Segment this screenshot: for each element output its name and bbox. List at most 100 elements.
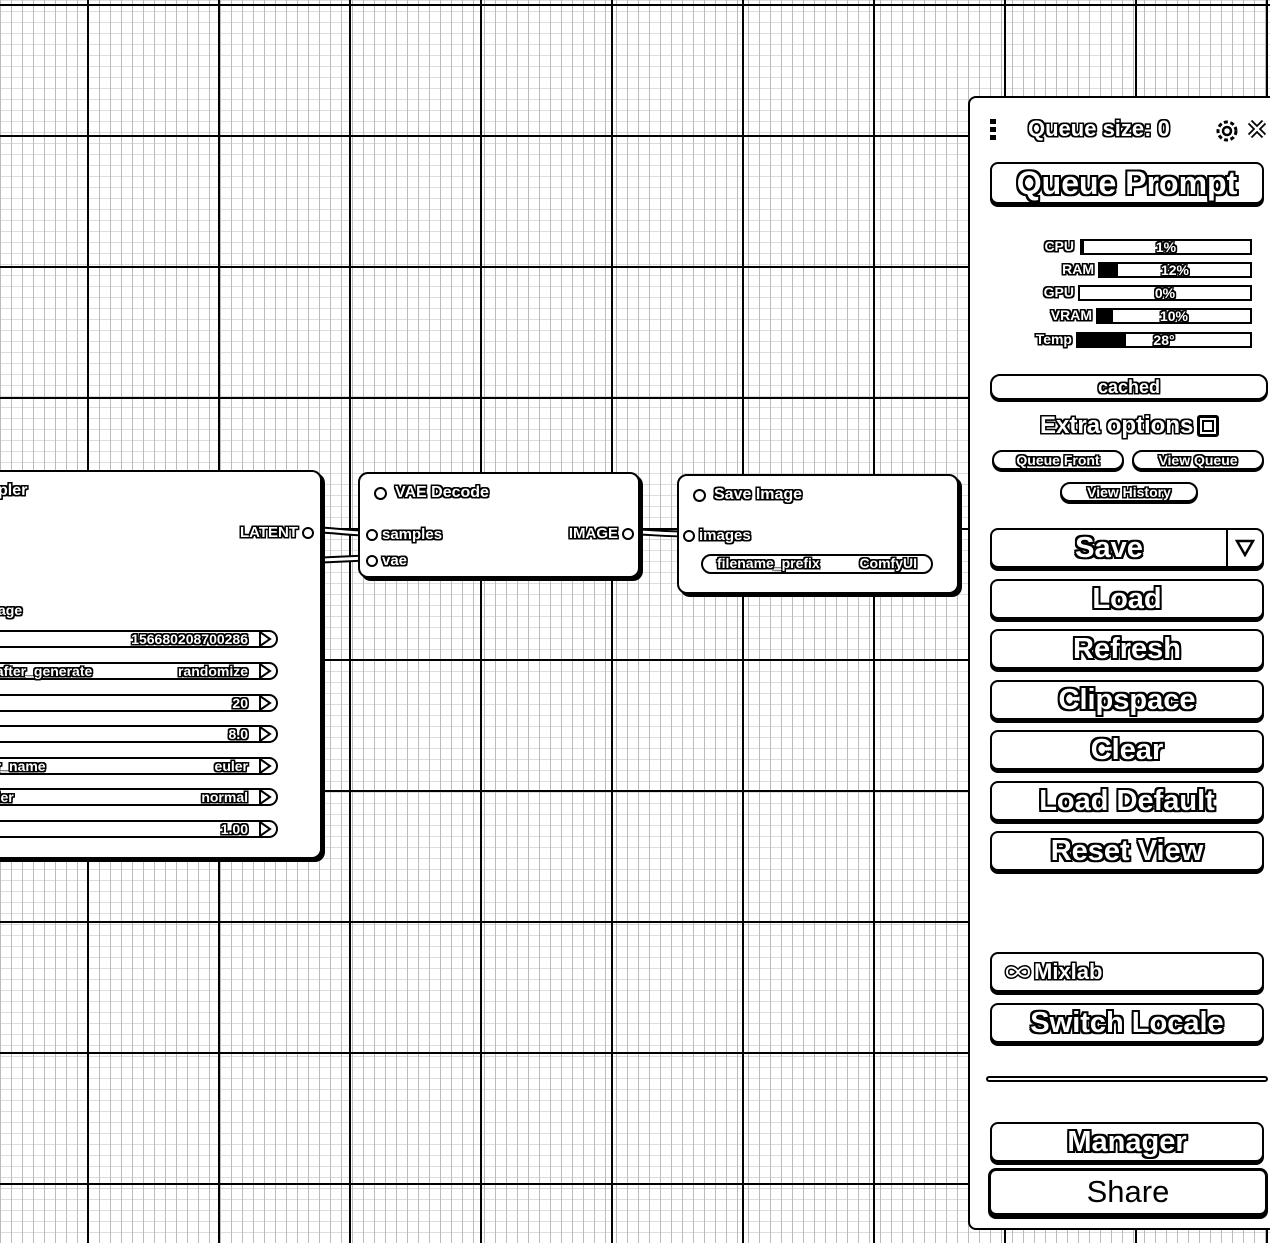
close-icon[interactable] <box>1246 118 1268 140</box>
clear-button[interactable]: Clear <box>990 730 1264 770</box>
arrow-right-icon[interactable] <box>256 821 272 837</box>
widget-label: er_name <box>0 758 46 774</box>
bar-fill <box>1082 241 1084 253</box>
bar-fill <box>1100 264 1118 276</box>
monitor-vram-label-wrap: VRAM <box>1022 307 1092 325</box>
widget-value: randomize <box>177 663 248 679</box>
monitor-gpu-label-wrap: GPU <box>1022 284 1074 302</box>
collapse-dot-icon[interactable] <box>374 486 387 500</box>
comfy-menu: Queue size: 0 Queue Prompt CPU 1% RAM 12… <box>968 96 1270 1230</box>
queue-size: Queue size: 0 <box>1028 116 1170 141</box>
output-dot[interactable] <box>622 527 634 540</box>
input-slot-images[interactable]: images <box>683 527 751 544</box>
widget-scheduler[interactable]: uler normal <box>0 788 278 806</box>
ksampler-node[interactable]: pler LATENT age 156680208700286 _after_g… <box>0 470 322 859</box>
share-button[interactable]: Share <box>988 1168 1268 1216</box>
mixlab-label: Mixlab <box>1034 959 1103 984</box>
clipspace-button[interactable]: Clipspace <box>990 680 1264 720</box>
save-button[interactable]: Save <box>990 528 1226 568</box>
input-slot-vae[interactable]: vae <box>366 552 407 569</box>
widget-value: normal <box>201 789 248 805</box>
cached-indicator: cached <box>990 374 1268 400</box>
monitor-temp-label-wrap: Temp <box>1022 331 1072 349</box>
manager-button[interactable]: Manager <box>990 1122 1264 1162</box>
widget-control-after-generate[interactable]: _after_generate randomize <box>0 662 278 680</box>
bar-fill <box>1078 334 1127 346</box>
monitor-gpu-bar: 0% <box>1078 285 1252 301</box>
gear-icon[interactable] <box>1214 118 1240 144</box>
monitor-value: 0% <box>1154 285 1176 301</box>
widget-label: uler <box>0 789 14 805</box>
monitor-value: 12% <box>1160 262 1190 278</box>
monitor-ram-label-wrap: RAM <box>1022 261 1094 279</box>
node-title-bar[interactable]: Save Image <box>693 486 802 504</box>
node-title-bar[interactable]: VAE Decode <box>374 484 489 502</box>
monitor-value: 10% <box>1159 308 1189 324</box>
widget-seed[interactable]: 156680208700286 <box>0 630 278 648</box>
node-title: pler <box>0 482 28 499</box>
widget-value: ComfyUI <box>859 555 917 571</box>
queue-prompt-button[interactable]: Queue Prompt <box>990 162 1264 204</box>
monitor-cpu-label-wrap: CPU <box>1022 238 1074 256</box>
widget-value: euler <box>214 758 248 774</box>
widget-label: _after_generate <box>0 663 93 679</box>
widget-label: filename_prefix <box>717 555 820 571</box>
monitor-cpu-bar: 1% <box>1080 239 1252 255</box>
refresh-button[interactable]: Refresh <box>990 629 1264 669</box>
slot-label: IMAGE <box>568 525 618 542</box>
widget-value: 8.0 <box>228 726 248 742</box>
widget-cfg[interactable]: 8.0 <box>0 725 278 743</box>
input-slot-samples[interactable]: samples <box>366 526 442 543</box>
arrow-right-icon[interactable] <box>256 631 272 647</box>
view-queue-button[interactable]: View Queue <box>1132 450 1264 470</box>
monitor-label: VRAM <box>1050 307 1092 323</box>
widget-sampler-name[interactable]: er_name euler <box>0 757 278 775</box>
load-button[interactable]: Load <box>990 579 1264 619</box>
widget-denoise[interactable]: e 1.00 <box>0 820 278 838</box>
triangle-down-icon <box>1235 539 1255 557</box>
system-monitor: CPU 1% RAM 12% GPU 0% VRAM 10% Temp 28° <box>1022 238 1252 354</box>
input-dot[interactable] <box>683 529 695 542</box>
monitor-value: 28° <box>1153 332 1175 348</box>
switch-locale-button[interactable]: Switch Locale <box>990 1003 1264 1043</box>
reset-view-button[interactable]: Reset View <box>990 831 1264 871</box>
output-dot[interactable] <box>302 526 314 539</box>
widget-filename-prefix[interactable]: filename_prefix ComfyUI <box>701 554 933 574</box>
widget-value: 20 <box>232 695 248 711</box>
arrow-right-icon[interactable] <box>256 726 272 742</box>
input-slot-label: age <box>0 602 23 618</box>
widget-value: 1.00 <box>220 821 248 837</box>
infinity-icon <box>1004 965 1032 979</box>
monitor-label: CPU <box>1044 238 1074 254</box>
output-slot-latent[interactable]: LATENT <box>240 524 314 541</box>
collapse-dot-icon[interactable] <box>693 488 706 502</box>
divider <box>986 1076 1268 1082</box>
load-default-button[interactable]: Load Default <box>990 781 1264 821</box>
extra-options-toggle[interactable]: Extra options <box>1040 412 1220 440</box>
arrow-right-icon[interactable] <box>256 695 272 711</box>
monitor-temp-bar: 28° <box>1076 332 1252 348</box>
monitor-vram-bar: 10% <box>1096 308 1252 324</box>
input-dot[interactable] <box>366 528 378 541</box>
bar-fill <box>1098 310 1114 322</box>
slot-label: vae <box>382 552 408 569</box>
input-dot[interactable] <box>366 554 378 567</box>
save-image-node[interactable]: Save Image images filename_prefix ComfyU… <box>677 474 959 594</box>
slot-label: images <box>699 527 751 544</box>
save-dropdown-button[interactable] <box>1226 528 1264 568</box>
slot-label: samples <box>382 526 443 543</box>
mixlab-button[interactable]: Mixlab <box>990 952 1264 992</box>
widget-steps[interactable]: 20 <box>0 694 278 712</box>
vae-decode-node[interactable]: VAE Decode samples vae IMAGE <box>358 472 640 578</box>
monitor-value: 1% <box>1155 239 1177 255</box>
view-history-button[interactable]: View History <box>1060 482 1198 502</box>
queue-front-button[interactable]: Queue Front <box>992 450 1124 470</box>
node-title: VAE Decode <box>395 484 489 501</box>
arrow-right-icon[interactable] <box>256 663 272 679</box>
output-slot-image[interactable]: IMAGE <box>569 525 634 542</box>
arrow-right-icon[interactable] <box>256 758 272 774</box>
arrow-right-icon[interactable] <box>256 789 272 805</box>
drag-handle-icon[interactable] <box>988 118 998 142</box>
checkbox-icon[interactable] <box>1197 415 1220 437</box>
widget-value: 156680208700286 <box>131 631 248 647</box>
